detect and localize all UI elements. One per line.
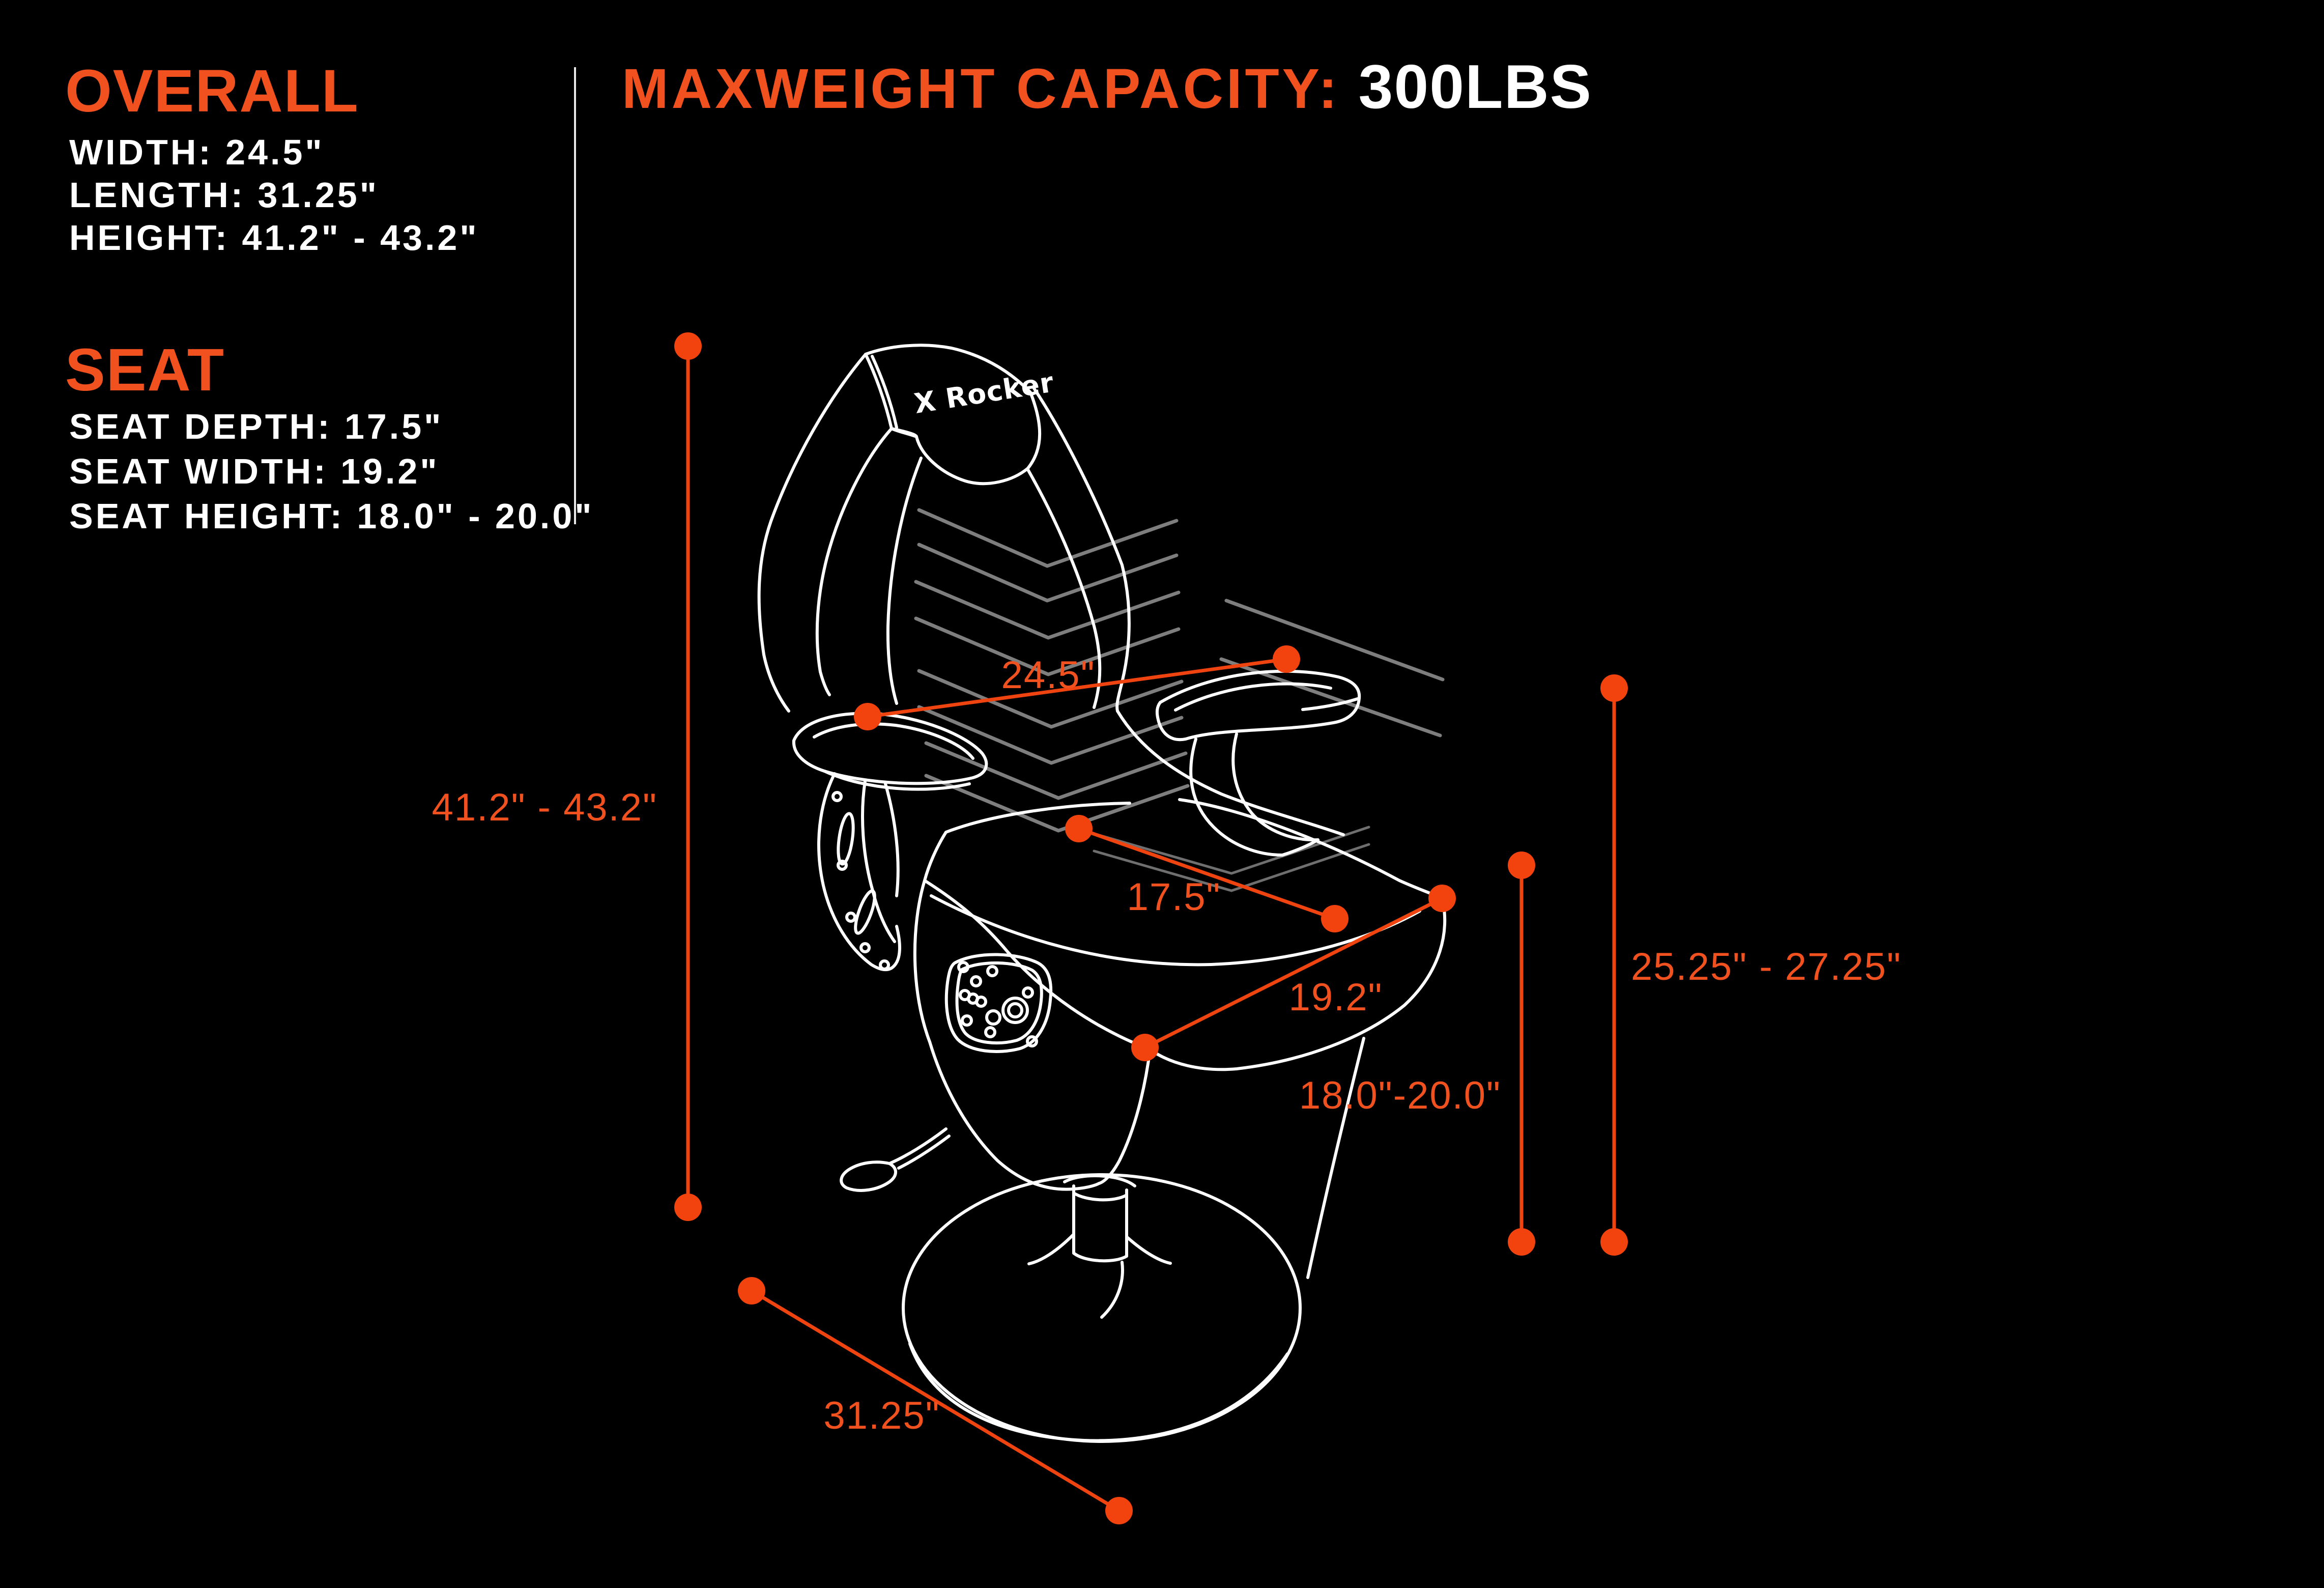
headrest-neck-curve: [890, 427, 918, 438]
backrest-left-seam: [815, 427, 893, 696]
backrest-left-outer: [757, 353, 867, 713]
brand-logo: X Rocker: [912, 366, 1056, 420]
backrest-right-flank: [1116, 710, 1345, 836]
dim-dot: [1600, 1228, 1628, 1256]
left-armrest-face: [823, 770, 971, 791]
panel-button: [984, 1026, 996, 1038]
seat-depth-line: SEAT DEPTH: 17.5": [69, 407, 444, 446]
overall-length-line-art: [751, 1289, 1120, 1513]
left-armrest-support-mid: [861, 780, 896, 943]
dimension-dots: [674, 332, 1628, 1524]
panel-button: [970, 975, 982, 987]
left-support-rivet: [837, 860, 848, 871]
left-support-rivet: [879, 959, 890, 971]
dim-dot: [674, 332, 702, 360]
right-armrest-support-inner: [1231, 732, 1319, 842]
panel-button: [1026, 1035, 1038, 1047]
panel-button: [975, 996, 987, 1008]
seat-depth-line-art: [1078, 827, 1336, 921]
seat-skirt-front: [1098, 1048, 1152, 1185]
left-support-rivet: [845, 912, 856, 923]
panel-knob-outer: [1001, 997, 1029, 1024]
backrest-right-seam: [1026, 467, 1102, 709]
dim-dot: [854, 703, 881, 730]
back-height-label: 25.25" - 27.25": [1631, 945, 1902, 988]
column-flare-left: [1027, 1233, 1075, 1265]
dim-dot: [1131, 1034, 1159, 1061]
dim-dot: [1105, 1497, 1133, 1524]
right-armrest-support-base: [1281, 838, 1319, 857]
right-armrest-face: [1301, 697, 1361, 711]
seat-outline: [923, 802, 1447, 1071]
headrest-side-seam: [871, 355, 898, 429]
left-support-slot-1: [837, 812, 855, 866]
left-armrest-seam: [813, 722, 974, 760]
panel-button: [986, 965, 998, 977]
panel-button: [961, 1014, 973, 1027]
overall-width-line-art: [867, 657, 1287, 719]
dim-dot: [1600, 674, 1628, 702]
column-bottom-arc: [1072, 1252, 1128, 1263]
control-panel-outer: [944, 953, 1053, 1053]
overall-height-line: HEIGHT: 41.2" - 43.2": [69, 218, 479, 258]
left-support-rivet: [831, 791, 843, 802]
right-armrest-seam: [1174, 682, 1332, 712]
overall-length-line: LENGTH: 31.25": [69, 175, 379, 215]
seat-width-label: 19.2": [1289, 976, 1383, 1019]
left-support-slot-2: [854, 889, 876, 935]
dim-dot: [1508, 1228, 1535, 1256]
dim-dot: [1428, 885, 1456, 912]
seat-depth-label: 17.5": [1127, 875, 1221, 919]
left-support-rivet: [859, 942, 871, 953]
dim-dot: [738, 1277, 765, 1305]
chair-line-art: [757, 344, 1447, 1443]
dim-dot: [1321, 905, 1349, 932]
dim-dot: [674, 1194, 702, 1221]
backrest-left-bolster: [886, 457, 923, 705]
panel-knob-inner: [1007, 1002, 1023, 1018]
seat-height-line: SEAT HEIGHT: 18.0" - 20.0": [69, 496, 594, 536]
right-armrest-support-outer: [1189, 738, 1284, 857]
lever-paddle: [840, 1160, 897, 1192]
base-rim: [908, 1342, 1289, 1442]
dim-dot: [1065, 815, 1093, 842]
left-armrest-support-inner: [884, 782, 900, 897]
max-weight-label: MAXWEIGHT CAPACITY:: [622, 58, 1340, 120]
max-weight-value: 300LBS: [1358, 52, 1593, 121]
dim-dot: [1508, 852, 1535, 879]
left-armrest-support-outer: [817, 772, 901, 972]
section-divider: [574, 67, 576, 524]
backrest-right-outer: [1031, 385, 1131, 713]
seat-underside-right: [1306, 1037, 1365, 1279]
overall-length-label: 31.25": [823, 1394, 940, 1437]
panel-knob-small: [985, 1009, 1001, 1026]
column-top-ellipse: [1072, 1192, 1128, 1202]
panel-button: [957, 961, 969, 973]
seat-top-right-edge: [1178, 798, 1444, 900]
column-foot-curl: [1100, 1261, 1124, 1319]
overall-height-label: 41.2" - 43.2": [432, 786, 657, 829]
seat-width-line: SEAT WIDTH: 19.2": [69, 451, 440, 491]
dim-dot: [1273, 645, 1300, 673]
lever-rod-top: [888, 1127, 948, 1165]
seat-heading: SEAT: [65, 336, 225, 404]
column-flare-right: [1125, 1235, 1172, 1265]
panel-button: [1022, 986, 1034, 999]
overall-width-line: WIDTH: 24.5": [69, 132, 325, 172]
lever-rod-bottom: [897, 1135, 951, 1170]
dimension-lines: [686, 346, 1616, 1513]
dimension-labels: 41.2" - 43.2" 24.5" 17.5" 19.2" 18.0"-20…: [432, 654, 1902, 1437]
seat-width-line-art: [1144, 896, 1443, 1050]
seat-height-label: 18.0"-20.0": [1299, 1074, 1501, 1117]
seat-skirt-left: [913, 879, 1101, 1191]
overall-width-label: 24.5": [1001, 654, 1096, 697]
overall-heading: OVERALL: [65, 58, 359, 125]
headrest-outline: [864, 344, 1042, 486]
max-weight-title: MAXWEIGHT CAPACITY: 300LBS: [622, 51, 1592, 122]
control-panel-inner: [955, 961, 1043, 1045]
